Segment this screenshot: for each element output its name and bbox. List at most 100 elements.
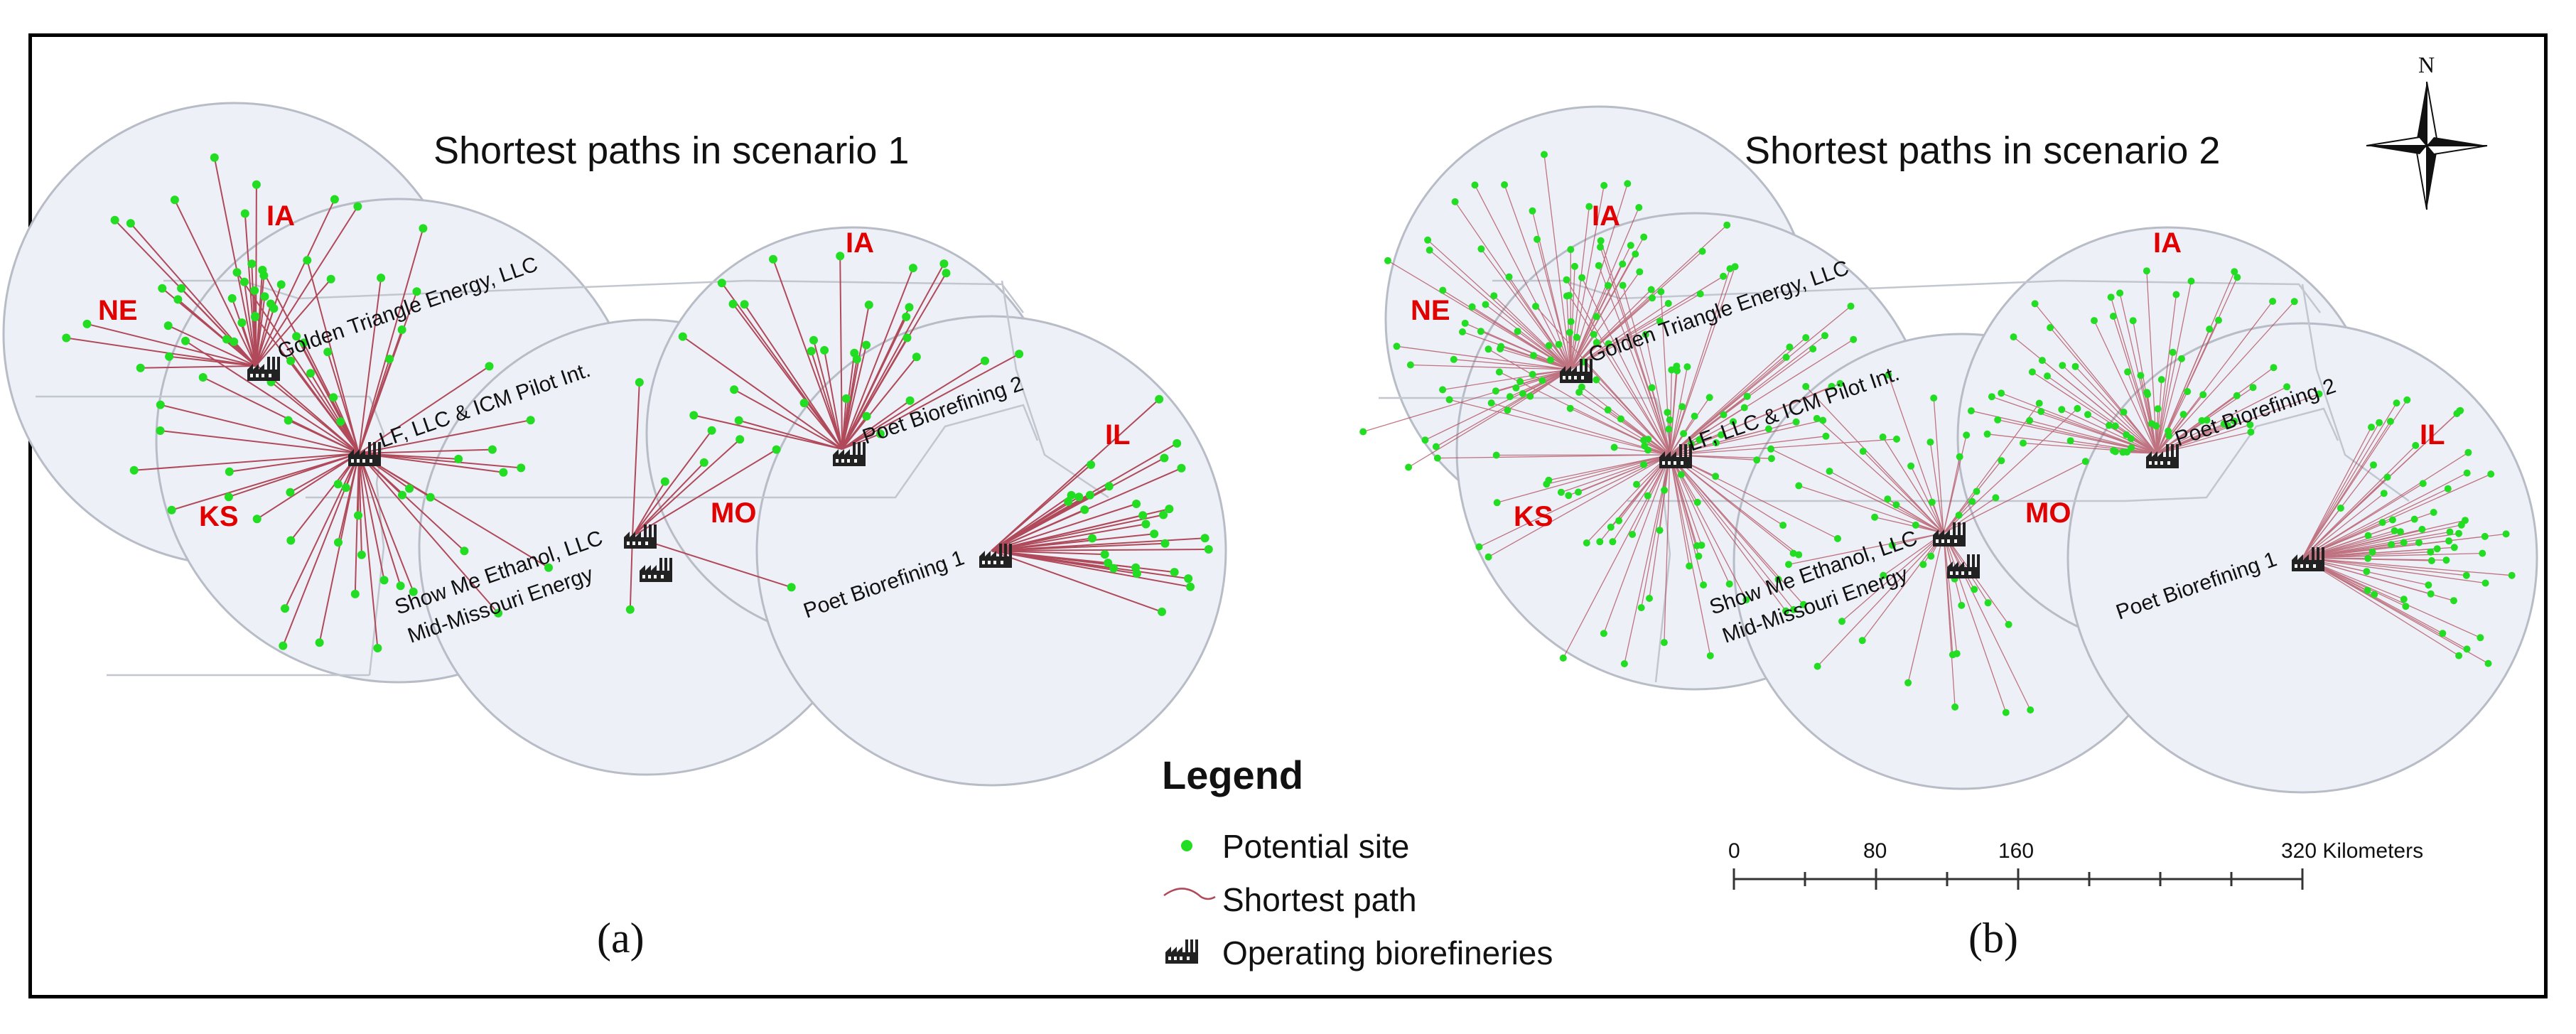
potential-site-marker — [1648, 384, 1656, 392]
potential-site-marker — [1641, 442, 1649, 450]
potential-site-marker — [1104, 559, 1113, 568]
potential-site-marker — [2081, 458, 2089, 465]
shortest-path-line — [1882, 436, 1944, 534]
shortest-path-line — [991, 550, 1163, 613]
potential-site-marker — [1973, 488, 1980, 495]
shortest-path-line — [1943, 461, 2086, 534]
potential-site-marker — [1493, 499, 1501, 507]
potential-site-marker — [1497, 345, 1504, 352]
potential-site-marker — [1640, 461, 1648, 468]
shortest-path-line — [1929, 442, 1944, 534]
potential-site-marker — [419, 224, 428, 233]
potential-site-marker — [252, 515, 262, 524]
shortest-path-line — [2156, 386, 2287, 454]
potential-site-marker — [1514, 328, 1521, 335]
potential-site-marker — [1953, 650, 1961, 657]
potential-site-marker — [1926, 438, 1934, 446]
shortest-path-line — [254, 290, 257, 367]
potential-site-marker — [385, 355, 394, 364]
potential-site-marker — [487, 445, 497, 454]
shortest-path-line — [1543, 154, 1571, 370]
shortest-path-line — [255, 199, 335, 367]
potential-site-marker — [2383, 473, 2391, 481]
potential-site-marker — [2419, 480, 2427, 488]
panel-b-potential-sites — [1359, 151, 2516, 716]
potential-site-marker — [772, 445, 781, 454]
shortest-path-line — [1669, 454, 1704, 586]
potential-site-marker — [129, 465, 139, 475]
shortest-path-line — [358, 228, 424, 454]
shortest-path-line — [358, 453, 385, 581]
potential-site-marker — [315, 638, 324, 647]
potential-site-marker — [2074, 404, 2081, 412]
potential-site-marker — [1668, 366, 1676, 374]
potential-site-marker — [2378, 519, 2386, 527]
potential-site-marker — [1779, 522, 1787, 529]
potential-site-marker — [2427, 590, 2435, 598]
potential-site-marker — [1967, 407, 1975, 415]
potential-site-marker — [2502, 530, 2510, 538]
potential-site-marker — [2484, 659, 2492, 667]
potential-site-marker — [2233, 392, 2241, 399]
potential-site-marker — [2071, 362, 2079, 370]
potential-site-marker — [237, 318, 247, 328]
shortest-path-line — [284, 453, 360, 609]
shortest-path-line — [1598, 265, 1671, 456]
potential-site-marker — [1186, 582, 1195, 591]
potential-site-marker — [1565, 492, 1573, 500]
potential-site-marker — [396, 581, 405, 591]
potential-site-marker — [2427, 548, 2435, 556]
potential-site-marker — [942, 269, 951, 278]
shortest-path-line — [1669, 346, 1790, 456]
potential-site-marker — [1706, 652, 1714, 659]
potential-site-marker — [1619, 281, 1627, 289]
shortest-path-line — [991, 503, 1137, 551]
potential-site-marker — [1605, 340, 1612, 348]
shortest-path-line — [1669, 454, 1794, 554]
potential-site-marker — [303, 256, 312, 265]
shortest-path-line — [2302, 552, 2483, 559]
north-arrow-icon: N — [2366, 52, 2488, 210]
potential-site-marker — [110, 215, 119, 225]
shortest-path-line — [177, 298, 257, 367]
shortest-path-line — [1669, 438, 1897, 456]
potential-site-marker — [1064, 497, 1073, 506]
potential-site-marker — [1693, 498, 1701, 506]
potential-site-marker — [1790, 605, 1797, 613]
shortest-path-line — [1669, 454, 1794, 610]
potential-site-marker — [2124, 368, 2132, 376]
shortest-path-line — [991, 494, 1091, 551]
potential-site-marker — [357, 550, 366, 559]
potential-site-marker — [1664, 300, 1672, 307]
shortest-path-line — [270, 381, 360, 454]
state-label-mo: MO — [711, 497, 756, 529]
potential-site-marker — [2231, 268, 2238, 276]
potential-site-marker — [1907, 462, 1915, 470]
potential-site-marker — [862, 411, 871, 421]
potential-site-marker — [1665, 425, 1673, 433]
potential-site-marker — [1636, 268, 1644, 276]
potential-site-marker — [1657, 288, 1665, 296]
shortest-path-line — [140, 365, 257, 369]
potential-site-marker — [1504, 406, 1511, 414]
potential-site-marker — [2123, 448, 2130, 456]
potential-site-marker — [1696, 290, 1704, 298]
shortest-path-line — [1581, 387, 1671, 456]
potential-site-marker — [1884, 495, 1892, 503]
shortest-path-line — [2093, 320, 2157, 454]
potential-site-marker — [284, 416, 293, 425]
potential-site-marker — [2091, 317, 2098, 325]
potential-site-marker — [1529, 207, 1536, 215]
potential-site-marker — [1609, 538, 1617, 546]
potential-site-marker — [1160, 539, 1170, 548]
potential-site-marker — [1100, 550, 1109, 559]
potential-site-marker — [1477, 245, 1485, 253]
potential-site-marker — [1892, 501, 1900, 509]
potential-site-marker — [1904, 679, 1912, 686]
potential-site-marker — [2455, 529, 2462, 537]
potential-site-marker — [156, 400, 165, 409]
shortest-path-line — [2302, 473, 2491, 559]
potential-site-marker — [1439, 286, 1447, 294]
potential-site-marker — [1720, 272, 1728, 280]
potential-site-marker — [299, 338, 308, 348]
